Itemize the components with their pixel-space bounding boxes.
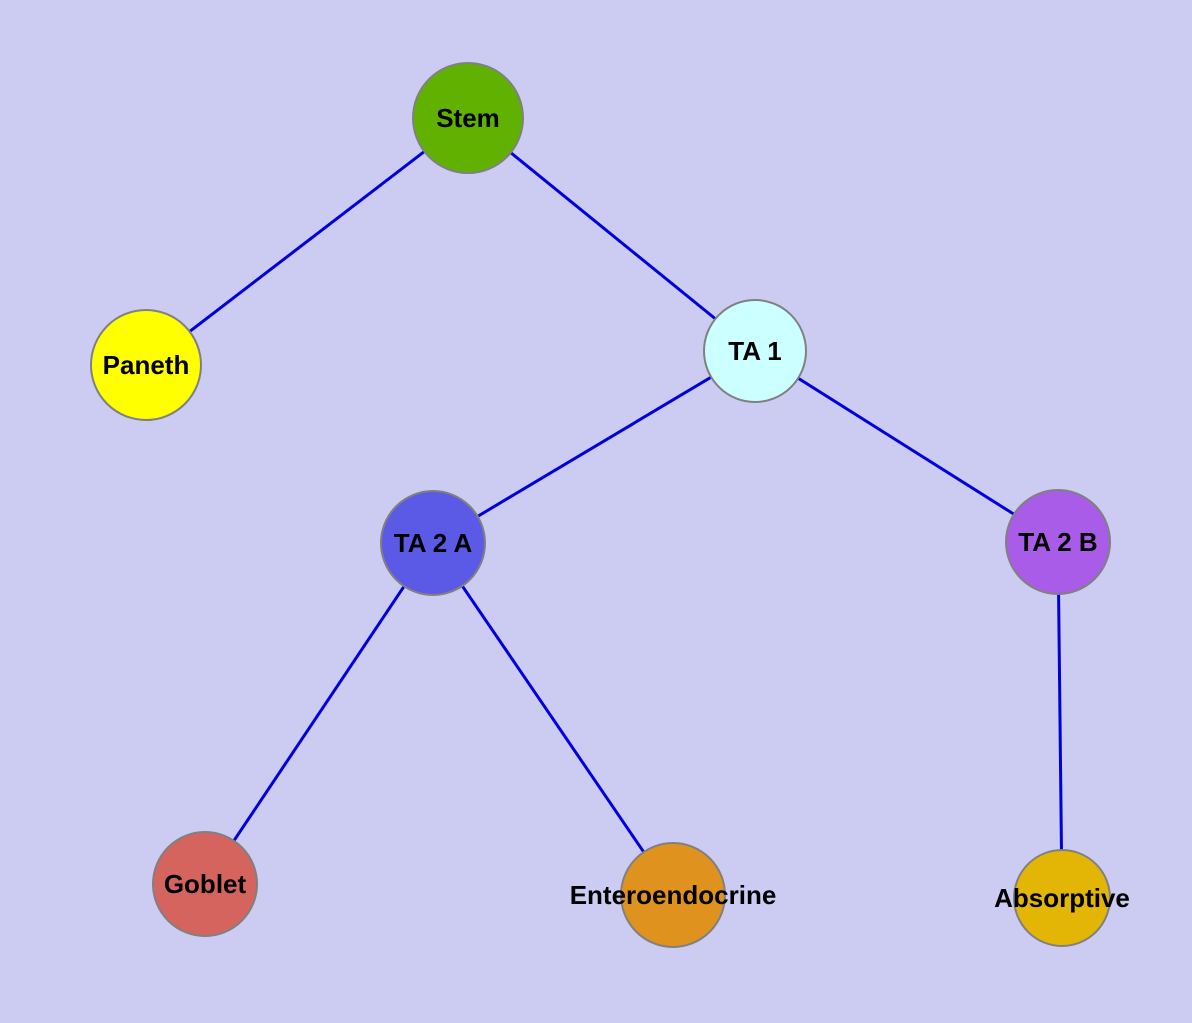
node-paneth-circle	[90, 309, 202, 421]
edge-ta2a-goblet	[203, 542, 435, 885]
edge-stem-ta1	[467, 116, 756, 353]
edge-ta1-ta2b	[754, 349, 1059, 544]
edge-stem-paneth	[145, 116, 469, 367]
edge-ta2b-absorptive	[1056, 541, 1064, 899]
node-ta1-circle	[703, 299, 807, 403]
node-ta2a[interactable]: TA 2 A	[380, 490, 486, 596]
node-goblet-circle	[152, 831, 258, 937]
node-ta2a-circle	[380, 490, 486, 596]
node-enteroendocrine[interactable]: Enteroendocrine	[570, 842, 777, 948]
edge-ta2a-enteroendocrine	[431, 542, 675, 896]
node-enteroendocrine-circle	[620, 842, 726, 948]
node-ta2b-circle	[1005, 489, 1111, 595]
node-absorptive[interactable]: Absorptive	[994, 849, 1130, 947]
node-goblet[interactable]: Goblet	[152, 831, 258, 937]
node-stem[interactable]: Stem	[412, 62, 524, 174]
node-absorptive-circle	[1013, 849, 1111, 947]
node-paneth[interactable]: Paneth	[90, 309, 202, 421]
node-ta1[interactable]: TA 1	[703, 299, 807, 403]
node-ta2b[interactable]: TA 2 B	[1005, 489, 1111, 595]
edge-ta1-ta2a	[432, 349, 756, 545]
node-stem-circle	[412, 62, 524, 174]
